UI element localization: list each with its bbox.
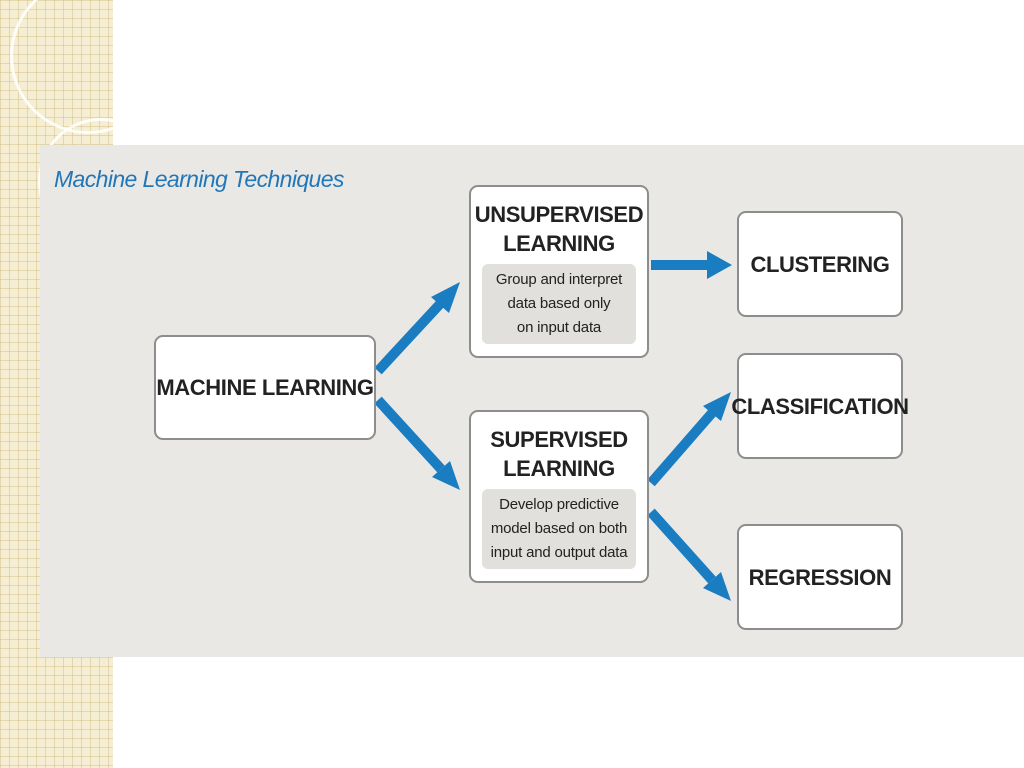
description-line: Group and interpret	[495, 270, 623, 288]
arrow-ml-to-unsupervised	[374, 282, 460, 375]
description-line: input and output data	[490, 543, 628, 561]
node-clustering: CLUSTERING	[737, 211, 903, 317]
node-description: Develop predictive model based on both i…	[482, 488, 636, 569]
node-title-line: SUPERVISED	[490, 426, 628, 452]
node-description: Group and interpret data based only on i…	[482, 263, 636, 344]
description-line: Develop predictive	[499, 495, 619, 513]
arrow-supervised-to-regression	[647, 508, 731, 601]
node-title-line: UNSUPERVISED	[474, 201, 644, 227]
node-supervised-learning: SUPERVISED LEARNING Develop predictive m…	[469, 410, 649, 583]
node-machine-learning: MACHINE LEARNING	[154, 335, 376, 440]
description-line: model based on both	[490, 519, 628, 537]
arrow-supervised-to-classification	[647, 392, 731, 487]
diagram-title: Machine Learning Techniques	[54, 166, 344, 192]
node-unsupervised-learning: UNSUPERVISED LEARNING Group and interpre…	[469, 185, 649, 358]
node-label: MACHINE LEARNING	[156, 375, 374, 400]
node-label: CLUSTERING	[750, 251, 890, 277]
description-line: data based only	[507, 294, 611, 312]
arrow-ml-to-supervised	[374, 396, 460, 490]
node-classification: CLASSIFICATION	[731, 353, 909, 459]
node-title: SUPERVISED LEARNING	[490, 425, 628, 483]
node-label: CLASSIFICATION	[731, 393, 909, 419]
description-line: on input data	[516, 318, 602, 336]
node-regression: REGRESSION	[737, 524, 903, 630]
node-label: REGRESSION	[748, 564, 892, 590]
node-title: UNSUPERVISED LEARNING	[474, 200, 644, 258]
node-title-line: LEARNING	[503, 455, 615, 481]
node-title-line: LEARNING	[503, 230, 615, 256]
arrow-unsupervised-to-clustering	[651, 251, 732, 279]
